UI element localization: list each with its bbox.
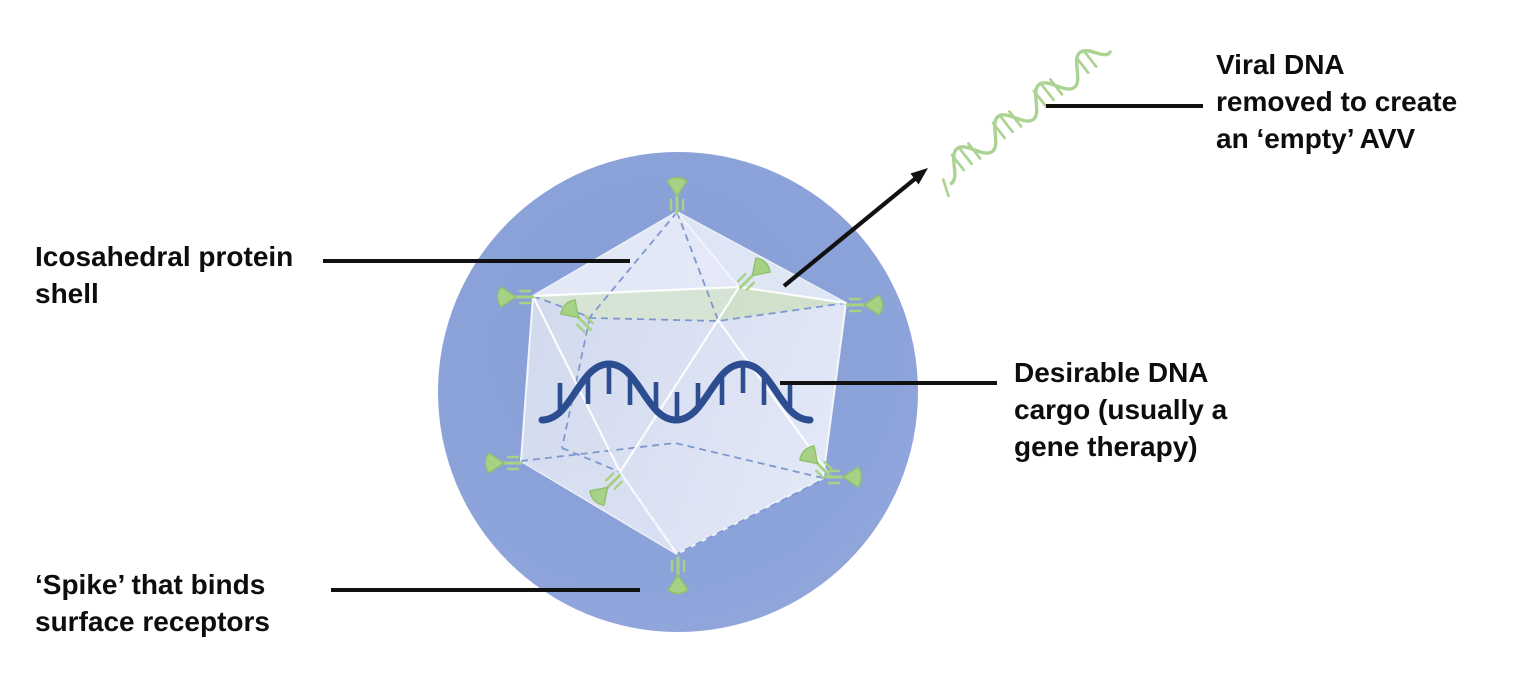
dna-cargo-wave	[538, 360, 814, 424]
label-line: ‘Spike’ that binds	[35, 569, 266, 600]
label-line: cargo (usually a	[1014, 394, 1228, 425]
label-spike: ‘Spike’ that binds surface receptors	[35, 566, 270, 640]
capsid-shell	[519, 210, 848, 556]
label-connectors	[323, 104, 1203, 592]
label-line: Icosahedral protein	[35, 241, 294, 272]
capsid-face	[533, 212, 739, 296]
label-line: Viral DNA	[1216, 49, 1345, 80]
free-viral-dna-strand	[941, 49, 1112, 198]
label-line: gene therapy)	[1014, 431, 1198, 462]
capsid-front-edges	[532, 211, 847, 555]
capsid-face	[677, 212, 846, 303]
capsid-face	[521, 461, 677, 554]
label-icosahedral-shell: Icosahedral protein shell	[35, 238, 293, 312]
label-viral-dna: Viral DNA removed to create an ‘empty’ A…	[1216, 46, 1457, 157]
label-dna-cargo: Desirable DNA cargo (usually a gene ther…	[1014, 354, 1227, 465]
arrow-icon	[782, 168, 928, 288]
label-line: surface receptors	[35, 606, 271, 637]
label-line: an ‘empty’ AVV	[1216, 123, 1416, 154]
label-line: Desirable DNA	[1014, 357, 1209, 388]
label-line: removed to create	[1216, 86, 1458, 117]
label-line: shell	[35, 278, 99, 309]
capsid-green-band-shade	[718, 287, 846, 321]
